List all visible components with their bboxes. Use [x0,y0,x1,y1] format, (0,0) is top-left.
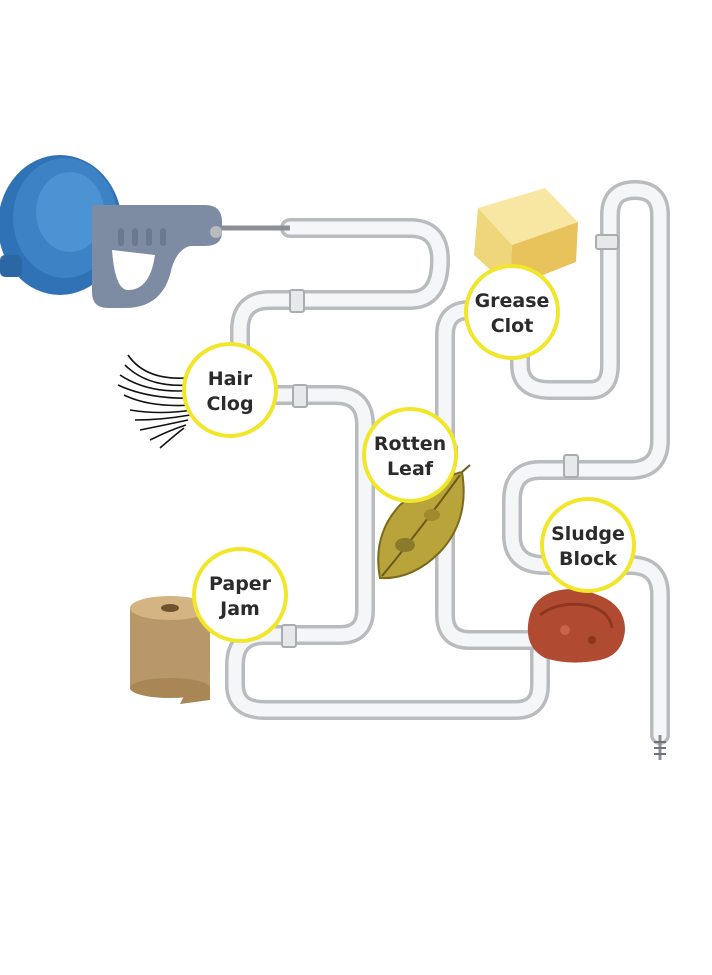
leaf-icon [377,464,471,580]
label-sludge-block: Sludge Block [540,497,636,593]
rock-icon [527,589,625,663]
hair-clog-line1: Hair [208,368,253,390]
paper-roll-icon [130,596,210,704]
pipe-couplings [281,234,619,648]
drain-auger-icon [0,155,290,308]
rotten-leaf-line1: Rotten [374,433,446,455]
hair-clog-line2: Clog [206,393,253,415]
label-rotten-leaf: Rotten Leaf [362,407,458,503]
paper-jam-line1: Paper [209,573,272,595]
grease-clot-line2: Clot [491,315,534,337]
label-hair-clog: Hair Clog [182,342,278,438]
label-paper-jam: Paper Jam [192,547,288,643]
grease-clot-line1: Grease [475,290,550,312]
label-grease-clot: Grease Clot [464,264,560,360]
sludge-block-line2: Block [559,548,617,570]
paper-jam-line2: Jam [218,598,260,620]
rotten-leaf-line2: Leaf [387,458,434,480]
sludge-block-line1: Sludge [551,523,625,545]
auger-cable-tip [654,735,666,760]
